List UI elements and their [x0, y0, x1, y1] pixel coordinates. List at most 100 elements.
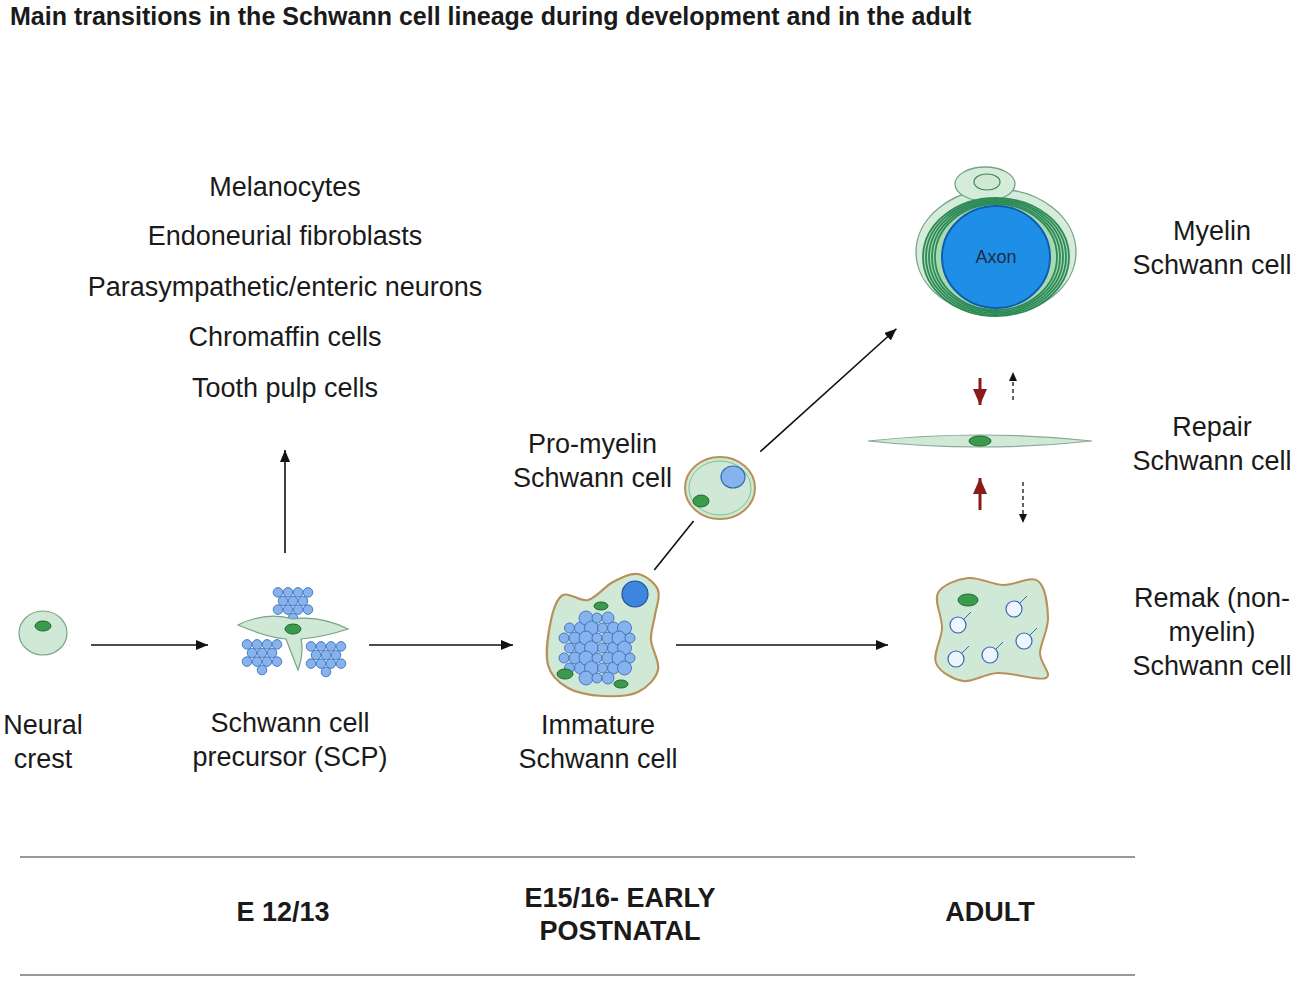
cell-nucleus — [557, 669, 573, 679]
cell-body — [685, 457, 755, 519]
cell-illustration — [868, 432, 1092, 450]
mesaxon-line — [962, 646, 969, 653]
axon-circle — [950, 617, 966, 633]
cell-nucleus — [693, 495, 709, 507]
cell-nucleus — [614, 680, 628, 688]
connector-arrow — [1022, 482, 1023, 523]
connector-arrow — [654, 521, 693, 570]
node-label: Tooth pulp cells — [55, 371, 515, 405]
node-label: Repair Schwann cell — [1125, 410, 1300, 478]
axon-circle — [283, 605, 293, 615]
axon-circle — [252, 640, 262, 650]
timeline-rule — [20, 974, 1135, 975]
node-label: Axon — [941, 246, 1051, 268]
axon-circle — [565, 623, 575, 633]
connector-arrow — [979, 478, 982, 510]
node-label: Myelin Schwann cell — [1125, 214, 1300, 282]
axon-circle — [592, 633, 602, 643]
remak-cell: Remak (non-myelin) Schwann cell — [928, 573, 1052, 683]
axon-circle — [273, 605, 283, 615]
axon-circle — [1016, 633, 1032, 649]
cell-body — [935, 578, 1048, 681]
myelin-ring — [932, 203, 1060, 312]
neural-crest-cell: Neural crest — [17, 608, 69, 656]
axon-circle — [306, 642, 316, 652]
axon-circle — [267, 648, 277, 658]
axon-circle — [559, 653, 569, 663]
axon-circle — [592, 653, 602, 663]
axon-circle — [598, 643, 608, 653]
cell-nucleus — [35, 621, 51, 631]
cell-illustration — [236, 583, 350, 671]
cell-nucleus — [969, 436, 991, 446]
mesaxon-line — [1020, 596, 1027, 603]
cell-body — [868, 435, 1092, 447]
timeline-label: E15/16- EARLY POSTNATAL — [480, 882, 760, 948]
connector-arrow — [284, 450, 286, 553]
axon-circle — [321, 650, 331, 660]
precursor-cell: Schwann cell precursor (SCP) — [236, 583, 350, 671]
axon-circle — [272, 657, 282, 667]
cell-body — [955, 167, 1015, 201]
axon-circle — [262, 640, 272, 650]
node-label: Neural crest — [0, 708, 98, 776]
node-label: Schwann cell precursor (SCP) — [185, 706, 395, 774]
diagram-title: Main transitions in the Schwann cell lin… — [10, 1, 971, 31]
mesaxon-line — [964, 612, 971, 619]
axon-circle — [331, 650, 341, 660]
axon-circle — [247, 648, 257, 658]
axon-circle — [721, 466, 745, 488]
mesaxon-line — [996, 642, 1003, 649]
axon-circle — [242, 640, 252, 650]
axon-circle — [262, 657, 272, 667]
cell-nucleus — [974, 174, 1000, 190]
axon-circle — [592, 613, 602, 623]
cell-illustration — [17, 608, 69, 656]
axon-circle — [336, 659, 346, 669]
axon-circle — [272, 640, 282, 650]
cell-nucleus — [285, 624, 301, 634]
axon-circle — [625, 633, 635, 643]
axon-circle — [283, 588, 293, 598]
axon-circle — [278, 596, 288, 606]
cell-illustration — [928, 573, 1052, 683]
timeline-rule — [20, 856, 1135, 857]
axon-circle — [298, 596, 308, 606]
repair-cell: Repair Schwann cell — [868, 432, 1092, 450]
axon-circle — [1006, 601, 1022, 617]
connector-arrow — [676, 644, 888, 646]
timeline-label: E 12/13 — [183, 896, 383, 929]
axon-circle — [598, 663, 608, 673]
axon-circle — [982, 647, 998, 663]
myelin-cell: Myelin Schwann cellAxon — [915, 160, 1080, 315]
cell-illustration — [543, 570, 663, 698]
node-label: Endoneurial fibroblasts — [55, 219, 515, 253]
axon-circle — [602, 672, 614, 684]
cell-body — [547, 574, 659, 696]
axon-circle — [625, 653, 635, 663]
axon-circle: Axon — [941, 205, 1051, 309]
node-label: Remak (non-myelin) Schwann cell — [1125, 581, 1300, 683]
connector-arrow — [1012, 372, 1013, 400]
axon-circle — [579, 671, 593, 685]
mesaxon-line — [1030, 628, 1037, 635]
connector-arrow — [91, 644, 208, 646]
axon-circle — [306, 659, 316, 669]
derivative-list: MelanocytesEndoneurial fibroblastsParasy… — [55, 168, 515, 408]
axon-circle — [252, 657, 262, 667]
timeline-label: ADULT — [890, 896, 1090, 929]
cell-nucleus — [958, 594, 978, 606]
immature-cell: Immature Schwann cell — [543, 570, 663, 698]
cell-illustration — [683, 455, 757, 521]
cell-cytoplasm — [238, 616, 348, 670]
axon-circle — [565, 643, 575, 653]
axon-circle — [242, 657, 252, 667]
axon-circle — [942, 206, 1050, 308]
axon-circle — [592, 673, 602, 683]
axon-circle — [273, 588, 283, 598]
myelin-ring — [923, 198, 1069, 316]
myelin-ring — [935, 204, 1057, 310]
cell-body — [19, 611, 67, 655]
axon-circle — [293, 605, 303, 615]
axon-circle — [257, 648, 267, 658]
